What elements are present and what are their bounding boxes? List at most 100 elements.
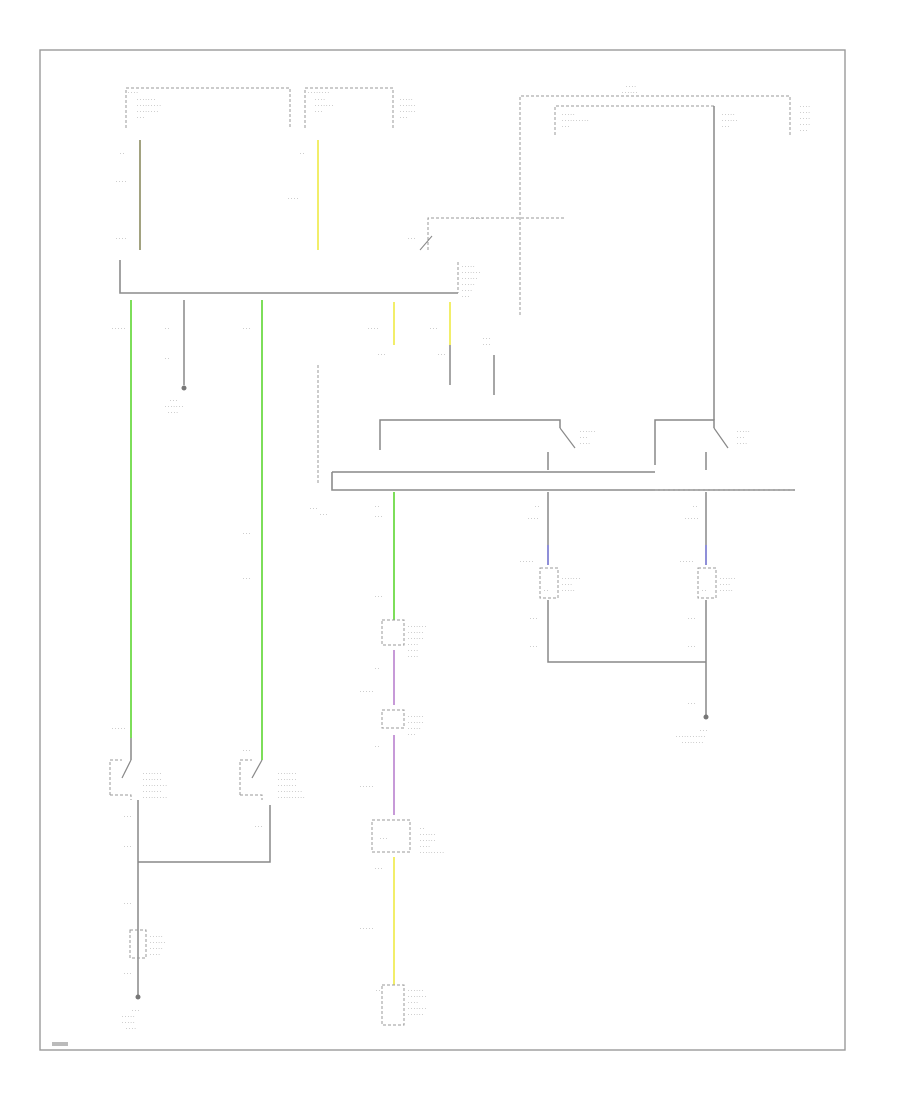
- svg-text:· · · · · · ·: · · · · · · ·: [143, 778, 161, 783]
- svg-text:· · · · · · ·: · · · · · · ·: [143, 790, 161, 795]
- svg-text:· · ·: · · ·: [688, 645, 695, 650]
- svg-text:· · ·: · · ·: [400, 116, 407, 121]
- svg-text:· · ·: · · ·: [124, 845, 131, 850]
- svg-text:· · ·: · · ·: [530, 617, 537, 622]
- svg-text:· · · · · ·: · · · · · ·: [580, 430, 595, 435]
- fuse-block-left: · · · · · · · · · · · · · · · · · · · · …: [125, 87, 415, 128]
- svg-text:· · · · · · · · · · ·: · · · · · · · · · · ·: [676, 735, 705, 740]
- svg-text:· · · · · · ·: · · · · · · ·: [562, 577, 580, 582]
- svg-text:· · · · ·: · · · · ·: [562, 589, 575, 594]
- svg-text:· · ·: · · ·: [243, 749, 250, 754]
- svg-text:· · ·: · · ·: [408, 733, 415, 738]
- svg-text:· · · · · ·: · · · · · ·: [420, 839, 435, 844]
- svg-text:· · ·: · · ·: [408, 237, 415, 242]
- svg-text:· · · ·: · · · ·: [408, 655, 418, 660]
- svg-text:· · · · ·: · · · · ·: [462, 265, 475, 270]
- svg-text:· · · · ·: · · · · ·: [520, 560, 533, 565]
- svg-text:· · · ·: · · · ·: [420, 845, 430, 850]
- svg-text:· ·: · ·: [375, 667, 379, 672]
- svg-text:· · · ·: · · · ·: [737, 442, 747, 447]
- svg-text:· · · ·: · · · ·: [800, 117, 810, 122]
- svg-text:· · · · ·: · · · · ·: [400, 98, 413, 103]
- svg-text:· · · · · · ·: · · · · · · ·: [408, 995, 426, 1000]
- svg-text:· · · · · · ·: · · · · · · ·: [278, 778, 296, 783]
- svg-text:· ·: · ·: [535, 505, 539, 510]
- svg-text:· · ·: · · ·: [137, 116, 144, 121]
- svg-text:· · · · · · · · · ·: · · · · · · · · · ·: [562, 119, 589, 124]
- svg-text:· · ·: · · ·: [170, 399, 177, 404]
- svg-text:· · · ·: · · · ·: [150, 953, 160, 958]
- component-box-3: [371, 819, 411, 853]
- svg-text:· ·: · ·: [120, 152, 124, 157]
- svg-text:· · ·: · · ·: [722, 125, 729, 130]
- control-unit-bus: [119, 260, 458, 294]
- svg-text:· ·: · ·: [165, 357, 169, 362]
- svg-text:· · · · · · · · ·: · · · · · · · · ·: [278, 790, 302, 795]
- svg-text:· · · · · ·: · · · · · ·: [722, 119, 737, 124]
- svg-text:· · ·: · · ·: [530, 645, 537, 650]
- svg-text:· · · ·: · · · ·: [580, 442, 590, 447]
- relay-bus-left: [379, 419, 561, 450]
- svg-text:· · · · · ·: · · · · · ·: [408, 637, 423, 642]
- svg-text:· · · · · · · ·: · · · · · · · ·: [137, 110, 158, 115]
- svg-text:· · · ·: · · · ·: [168, 411, 178, 416]
- svg-text:· · · · · ·: · · · · · ·: [150, 941, 165, 946]
- svg-text:· ·: · ·: [702, 589, 706, 594]
- svg-text:· · ·: · · ·: [310, 507, 317, 512]
- svg-text:· · ·: · · ·: [132, 1009, 139, 1014]
- svg-text:· · ·: · · ·: [800, 129, 807, 134]
- svg-text:· · · · · · ·: · · · · · · ·: [137, 98, 155, 103]
- svg-text:· · · · · ·: · · · · · ·: [408, 989, 423, 994]
- svg-text:· · · · ·: · · · · ·: [408, 727, 421, 732]
- svg-text:· · · · ·: · · · · ·: [360, 785, 373, 790]
- svg-text:· · · · ·: · · · · ·: [112, 727, 125, 732]
- svg-text:· · · · · · · ·: · · · · · · · ·: [682, 741, 703, 746]
- svg-text:· · ·: · · ·: [562, 125, 569, 130]
- svg-text:· · ·: · · ·: [688, 617, 695, 622]
- relay-bus-right: [654, 419, 715, 465]
- svg-text:· · · · ·: · · · · ·: [360, 927, 373, 932]
- connector-bottom-left: [129, 929, 147, 959]
- svg-text:· · · · ·: · · · · ·: [680, 560, 693, 565]
- svg-text:· · · · ·: · · · · ·: [112, 327, 125, 332]
- svg-text:· · · · · ·: · · · · · ·: [400, 104, 415, 109]
- wire-black-ground-sensors: [138, 805, 271, 863]
- svg-text:· · ·: · · ·: [483, 343, 490, 348]
- svg-text:· · · · · · ·: · · · · · · ·: [278, 772, 296, 777]
- svg-text:· ·: · ·: [375, 745, 379, 750]
- switch-bus: [331, 472, 795, 491]
- svg-text:· · · ·: · · · ·: [626, 85, 636, 90]
- svg-text:· · ·: · · ·: [124, 815, 131, 820]
- svg-text:· · · ·: · · · ·: [720, 583, 730, 588]
- component-box-2: [381, 709, 405, 729]
- svg-text:· · · ·: · · · ·: [368, 327, 378, 332]
- svg-text:· · · · · · ·: · · · · · · ·: [165, 405, 183, 410]
- sensor-left-switch: [109, 759, 122, 795]
- svg-text:· · · ·: · · · ·: [528, 517, 538, 522]
- svg-text:· · ·: · · ·: [700, 729, 707, 734]
- svg-text:· · ·: · · ·: [375, 867, 382, 872]
- svg-text:· · ·: · · ·: [378, 353, 385, 358]
- svg-text:· · · ·: · · · ·: [562, 583, 572, 588]
- svg-text:· · · ·: · · · ·: [408, 1001, 418, 1006]
- svg-text:· · ·: · · ·: [483, 337, 490, 342]
- svg-text:· ·: · ·: [420, 827, 424, 832]
- svg-text:· · · · ·: · · · · ·: [562, 113, 575, 118]
- svg-text:· · · · · ·: · · · · · ·: [462, 277, 477, 282]
- svg-text:· · · · · · ·: · · · · · · ·: [462, 271, 480, 276]
- svg-text:· · ·: · · ·: [430, 327, 437, 332]
- svg-text:· · ·: · · ·: [438, 353, 445, 358]
- svg-text:· · · · · ·: · · · · · ·: [408, 1013, 423, 1018]
- svg-text:· ·: · ·: [300, 152, 304, 157]
- svg-text:· · · · · · ·: · · · · · · ·: [143, 772, 161, 777]
- svg-text:· · · ·: · · · ·: [408, 649, 418, 654]
- solenoid-left: [539, 567, 559, 599]
- svg-text:· · · ·: · · · ·: [116, 237, 126, 242]
- svg-text:· · ·: · · ·: [243, 577, 250, 582]
- svg-text:· · · · · ·: · · · · · ·: [420, 833, 435, 838]
- svg-text:· · · · ·: · · · · ·: [360, 690, 373, 695]
- svg-text:· · · ·: · · · ·: [288, 197, 298, 202]
- svg-text:· · · · · ·: · · · · · ·: [400, 110, 415, 115]
- fuse-block-right: [519, 95, 791, 315]
